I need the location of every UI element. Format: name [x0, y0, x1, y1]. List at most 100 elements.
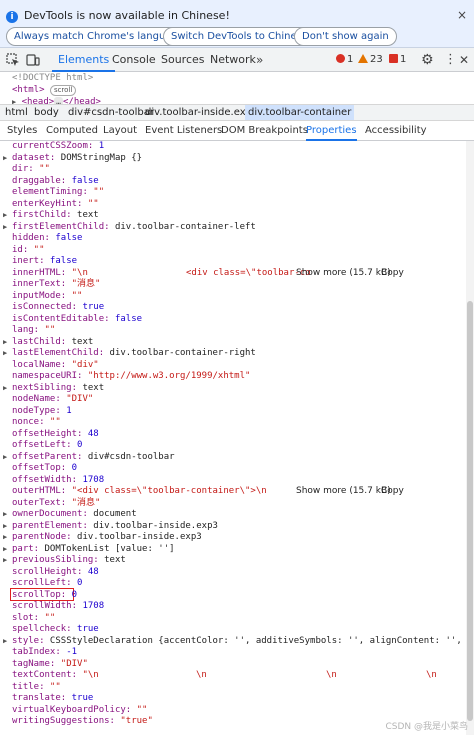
- property-row[interactable]: isConnected: true: [0, 302, 466, 314]
- show-more-button[interactable]: Show more (15.7 kB): [296, 267, 391, 278]
- expand-arrow-icon[interactable]: ▶: [3, 211, 8, 219]
- property-row[interactable]: spellcheck: true: [0, 624, 466, 636]
- property-row[interactable]: draggable: false: [0, 176, 466, 188]
- property-row[interactable]: ▶style: CSSStyleDeclaration {accentColor…: [0, 636, 466, 648]
- tab-accessibility[interactable]: Accessibility: [365, 125, 427, 136]
- warning-counter[interactable]: 23: [358, 48, 383, 72]
- property-row[interactable]: outerText: "消息": [0, 498, 466, 510]
- property-row[interactable]: scrollWidth: 1708: [0, 601, 466, 613]
- gear-icon[interactable]: ⚙: [421, 52, 434, 68]
- property-row[interactable]: virtualKeyboardPolicy: "": [0, 705, 466, 717]
- property-row[interactable]: id: "": [0, 245, 466, 257]
- property-row[interactable]: ▶ownerDocument: document: [0, 509, 466, 521]
- property-row[interactable]: textContent: "\n\n\n\n: [0, 670, 466, 682]
- property-row[interactable]: ▶lastChild: text: [0, 337, 466, 349]
- property-row[interactable]: ▶previousSibling: text: [0, 555, 466, 567]
- tab-elements[interactable]: Elements: [52, 48, 116, 72]
- expand-arrow-icon[interactable]: ▶: [3, 556, 8, 564]
- tab-dom-breakpoints[interactable]: DOM Breakpoints: [221, 125, 308, 136]
- kebab-menu-icon[interactable]: ⋮: [444, 52, 457, 67]
- property-row[interactable]: outerHTML: "<div class=\"toolbar-contain…: [0, 486, 466, 498]
- properties-scrollbar[interactable]: [466, 141, 474, 735]
- show-more-button[interactable]: Show more (15.7 kB): [296, 486, 391, 496]
- expand-arrow-icon[interactable]: ▶: [3, 521, 8, 530]
- property-row[interactable]: elementTiming: "": [0, 187, 466, 199]
- breadcrumb-html[interactable]: html: [5, 107, 28, 118]
- property-row[interactable]: tagName: "DIV": [0, 659, 466, 671]
- property-row[interactable]: lang: "": [0, 325, 466, 337]
- property-row[interactable]: inert: false: [0, 256, 466, 268]
- close-devtools-icon[interactable]: ✕: [459, 53, 470, 67]
- tab-layout[interactable]: Layout: [103, 125, 137, 136]
- property-row[interactable]: inputMode: "": [0, 291, 466, 303]
- breadcrumb-body[interactable]: body: [34, 107, 59, 118]
- expand-arrow-icon[interactable]: ▶: [3, 452, 8, 461]
- property-row[interactable]: ▶nextSibling: text: [0, 383, 466, 395]
- property-row[interactable]: currentCSSZoom: 1: [0, 141, 466, 153]
- more-tabs-chevron-icon[interactable]: »: [256, 53, 264, 67]
- expand-arrow-icon[interactable]: ▶: [3, 510, 8, 518]
- property-row[interactable]: nonce: "": [0, 417, 466, 429]
- device-toolbar-icon[interactable]: [26, 53, 40, 67]
- dont-show-again-button[interactable]: Don't show again: [294, 27, 397, 46]
- tab-styles[interactable]: Styles: [7, 125, 38, 136]
- close-icon[interactable]: ×: [456, 8, 467, 22]
- property-row[interactable]: translate: true: [0, 693, 466, 705]
- breadcrumb-toolbar-container[interactable]: div.toolbar-container: [245, 105, 355, 120]
- tab-properties[interactable]: Properties: [306, 121, 357, 141]
- property-row[interactable]: scrollLeft: 0: [0, 578, 466, 590]
- expand-arrow-icon[interactable]: ▶: [3, 544, 8, 553]
- tab-sources[interactable]: Sources: [161, 53, 205, 66]
- property-row[interactable]: dir: "": [0, 164, 466, 176]
- property-row[interactable]: innerText: "消息": [0, 279, 466, 291]
- expand-arrow-icon[interactable]: ▶: [3, 349, 8, 357]
- tab-event-listeners[interactable]: Event Listeners: [145, 125, 223, 136]
- property-row[interactable]: namespaceURI: "http://www.w3.org/1999/xh…: [0, 371, 466, 383]
- property-row[interactable]: ▶firstElementChild: div.toolbar-containe…: [0, 222, 466, 234]
- property-row[interactable]: scrollTop: 0: [0, 590, 466, 602]
- property-row[interactable]: tabIndex: -1: [0, 647, 466, 659]
- property-row[interactable]: offsetLeft: 0: [0, 440, 466, 452]
- expand-arrow-icon[interactable]: ▶: [3, 153, 8, 162]
- expand-arrow-icon[interactable]: ▶: [3, 222, 8, 231]
- inspect-element-icon[interactable]: [6, 53, 20, 67]
- property-row[interactable]: ▶dataset: DOMStringMap {}: [0, 153, 466, 165]
- head-node[interactable]: ▶ <head>…</head>: [12, 97, 101, 107]
- property-row[interactable]: slot: "": [0, 613, 466, 625]
- property-row[interactable]: enterKeyHint: "": [0, 199, 466, 211]
- collapsed-ellipsis[interactable]: …: [54, 97, 63, 106]
- error-counter[interactable]: 1: [336, 48, 353, 72]
- breadcrumb-csdn-toolbar[interactable]: div#csdn-toolbar: [68, 107, 154, 118]
- property-row[interactable]: ▶firstChild: text: [0, 210, 466, 222]
- property-row[interactable]: ▶parentElement: div.toolbar-inside.exp3: [0, 521, 466, 533]
- property-row[interactable]: offsetHeight: 48: [0, 429, 466, 441]
- copy-button[interactable]: Copy: [381, 267, 404, 278]
- property-row[interactable]: scrollHeight: 48: [0, 567, 466, 579]
- tab-computed[interactable]: Computed: [46, 125, 98, 136]
- property-row[interactable]: ▶part: DOMTokenList [value: '']: [0, 544, 466, 556]
- scroll-badge[interactable]: scroll: [49, 85, 77, 96]
- tab-console[interactable]: Console: [112, 53, 156, 66]
- property-row[interactable]: hidden: false: [0, 233, 466, 245]
- property-row[interactable]: isContentEditable: false: [0, 314, 466, 326]
- property-row[interactable]: nodeName: "DIV": [0, 394, 466, 406]
- expand-arrow-icon[interactable]: ▶: [12, 98, 17, 106]
- property-row[interactable]: title: "": [0, 682, 466, 694]
- html-node[interactable]: <html> scroll: [12, 85, 77, 96]
- tab-network[interactable]: Network: [210, 53, 256, 66]
- property-row[interactable]: nodeType: 1: [0, 406, 466, 418]
- expand-arrow-icon[interactable]: ▶: [3, 337, 8, 346]
- property-row[interactable]: offsetWidth: 1708: [0, 475, 466, 487]
- property-row[interactable]: ▶lastElementChild: div.toolbar-container…: [0, 348, 466, 360]
- breadcrumb-toolbar-inside[interactable]: div.toolbar-inside.exp3: [145, 107, 259, 118]
- property-row[interactable]: writingSuggestions: "true": [0, 716, 466, 728]
- expand-arrow-icon[interactable]: ▶: [3, 383, 8, 392]
- property-row[interactable]: offsetTop: 0: [0, 463, 466, 475]
- copy-button[interactable]: Copy: [381, 486, 404, 496]
- property-row[interactable]: ▶offsetParent: div#csdn-toolbar: [0, 452, 466, 464]
- scrollbar-thumb[interactable]: [467, 301, 473, 721]
- property-row[interactable]: localName: "div": [0, 360, 466, 372]
- expand-arrow-icon[interactable]: ▶: [3, 533, 8, 541]
- property-row[interactable]: ▶parentNode: div.toolbar-inside.exp3: [0, 532, 466, 544]
